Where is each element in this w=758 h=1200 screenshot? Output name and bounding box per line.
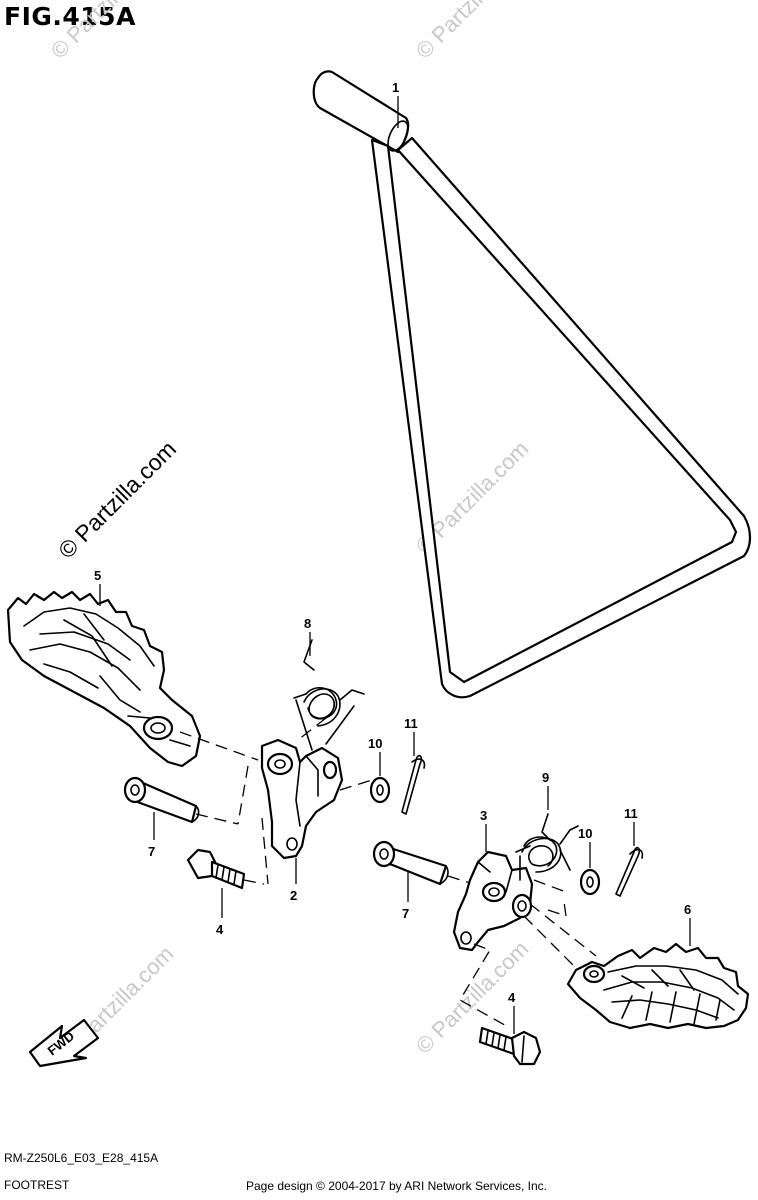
washer-right bbox=[579, 868, 601, 896]
callout-5: 5 bbox=[94, 568, 101, 583]
footrest-bracket-left bbox=[260, 738, 344, 860]
faint-watermark: © Partzilla.com bbox=[411, 0, 534, 64]
callout-labels: 1 2 3 4 4 5 6 7 7 8 9 10 10 11 11 bbox=[94, 80, 691, 1005]
footrest-bracket-right bbox=[452, 850, 534, 952]
faint-watermarks: © Partzilla.com © Partzilla.com © Partzi… bbox=[46, 0, 534, 1064]
alignment-lines-left bbox=[179, 717, 373, 885]
callout-1: 1 bbox=[392, 80, 399, 95]
callout-10: 10 bbox=[578, 826, 592, 841]
callout-4: 4 bbox=[508, 990, 516, 1005]
callout-4: 4 bbox=[216, 922, 224, 937]
washer-left bbox=[369, 776, 391, 804]
callout-8: 8 bbox=[304, 616, 311, 631]
bolt-right bbox=[478, 1026, 542, 1066]
cotter-pin-left bbox=[401, 754, 426, 815]
fwd-arrow-icon: FWD bbox=[28, 1018, 100, 1068]
callout-3: 3 bbox=[480, 808, 487, 823]
spring-right bbox=[515, 813, 579, 881]
callout-9: 9 bbox=[542, 770, 549, 785]
figure-title: FIG.415A bbox=[4, 2, 136, 31]
callout-6: 6 bbox=[684, 902, 691, 917]
callout-7: 7 bbox=[402, 906, 409, 921]
callout-11: 11 bbox=[624, 806, 638, 821]
bolt-left bbox=[186, 848, 265, 890]
model-code: RM-Z250L6_E03_E28_415A bbox=[4, 1151, 159, 1165]
cotter-pin-right bbox=[615, 846, 644, 897]
callout-2: 2 bbox=[290, 888, 297, 903]
pin-right bbox=[372, 840, 487, 889]
spring-left bbox=[293, 639, 365, 751]
copyright-notice: Page design © 2004-2017 by ARI Network S… bbox=[246, 1179, 548, 1193]
stand bbox=[312, 70, 752, 699]
footrest-left bbox=[6, 590, 202, 768]
watermark: © Partzilla.com bbox=[53, 436, 181, 564]
footrest-right bbox=[566, 942, 750, 1030]
section-name: FOOTREST bbox=[4, 1178, 70, 1192]
callout-7: 7 bbox=[148, 844, 155, 859]
pin-left bbox=[123, 776, 239, 825]
faint-watermark: © Partzilla.com bbox=[46, 0, 169, 64]
callout-10: 10 bbox=[368, 736, 382, 751]
callout-11: 11 bbox=[404, 716, 418, 731]
